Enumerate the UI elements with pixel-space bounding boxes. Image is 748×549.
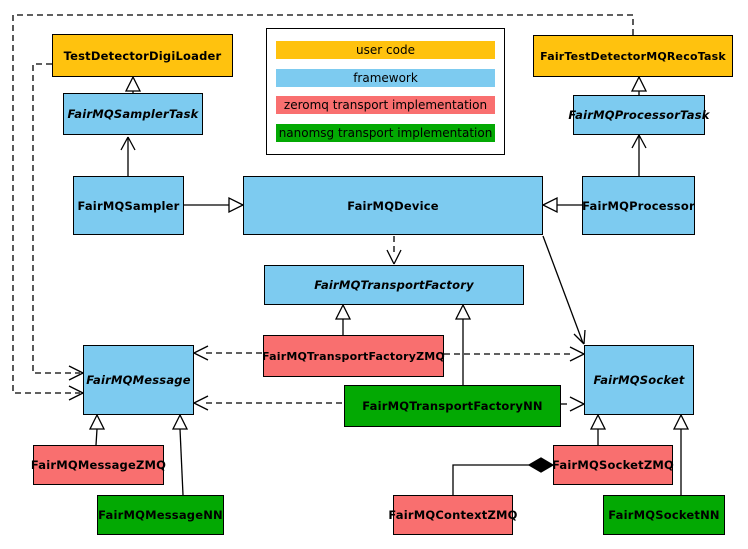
node-test-detector-digi-loader: TestDetectorDigiLoader <box>52 34 233 77</box>
edge-factoryzmq-message-dependency <box>193 345 263 361</box>
node-fairmq-message: FairMQMessage <box>83 345 194 415</box>
legend-item-framework: framework <box>276 68 495 87</box>
legend-item-nanomsg: nanomsg transport implementation <box>276 123 495 142</box>
legend-item-user-code: user code <box>276 41 495 60</box>
edge-processor-processortask-arrow <box>631 134 647 176</box>
edge-device-transportfactory-dependency <box>386 236 402 265</box>
edge-processor-device-inheritance <box>541 196 582 214</box>
node-fairmq-sampler: FairMQSampler <box>73 176 184 235</box>
edge-factoryzmq-socket-dependency <box>444 346 585 362</box>
edge-factorynn-transportfactory-inheritance <box>454 303 472 385</box>
edge-messagenn-message-inheritance <box>171 413 189 496</box>
node-fairmq-processor-task: FairMQProcessorTask <box>568 95 709 135</box>
edge-factoryzmq-transportfactory-inheritance <box>334 303 352 335</box>
node-fairmq-context-zmq: FairMQContextZMQ <box>388 495 517 535</box>
edge-factorynn-socket-dependency <box>561 396 585 412</box>
legend-item-zeromq: zeromq transport implementation <box>276 96 495 115</box>
edge-processortask-recotask-inheritance <box>630 75 648 95</box>
node-fairmq-device: FairMQDevice <box>243 176 543 235</box>
node-fair-test-detector-mq-reco-task: FairTestDetectorMQRecoTask <box>533 35 733 77</box>
edge-messagezmq-message-inheritance <box>88 413 106 446</box>
edge-sampler-samplertask-arrow <box>120 136 136 176</box>
node-fairmq-transport-factory-nn: FairMQTransportFactoryNN <box>344 385 561 427</box>
node-fairmq-socket: FairMQSocket <box>584 345 694 415</box>
node-fairmq-socket-zmq: FairMQSocketZMQ <box>552 445 674 485</box>
legend: user code framework zeromq transport imp… <box>266 28 505 155</box>
node-fairmq-message-zmq: FairMQMessageZMQ <box>31 445 166 485</box>
edge-device-socket-arrow <box>542 235 586 345</box>
node-fairmq-processor: FairMQProcessor <box>582 176 695 235</box>
edge-samplertask-digiloader-inheritance <box>124 75 142 93</box>
edge-factorynn-message-dependency <box>193 395 344 411</box>
edge-socketzmq-socket-inheritance <box>589 413 607 445</box>
edge-sampler-device-inheritance <box>184 196 245 214</box>
edge-socketnn-socket-inheritance <box>672 413 690 495</box>
node-fairmq-transport-factory-zmq: FairMQTransportFactoryZMQ <box>262 335 445 377</box>
node-fairmq-sampler-task: FairMQSamplerTask <box>63 93 203 135</box>
node-fairmq-socket-nn: FairMQSocketNN <box>603 495 725 535</box>
node-fairmq-transport-factory: FairMQTransportFactory <box>264 265 524 305</box>
edge-contextzmq-socketzmq-composition <box>452 457 555 495</box>
node-fairmq-message-nn: FairMQMessageNN <box>97 495 224 535</box>
